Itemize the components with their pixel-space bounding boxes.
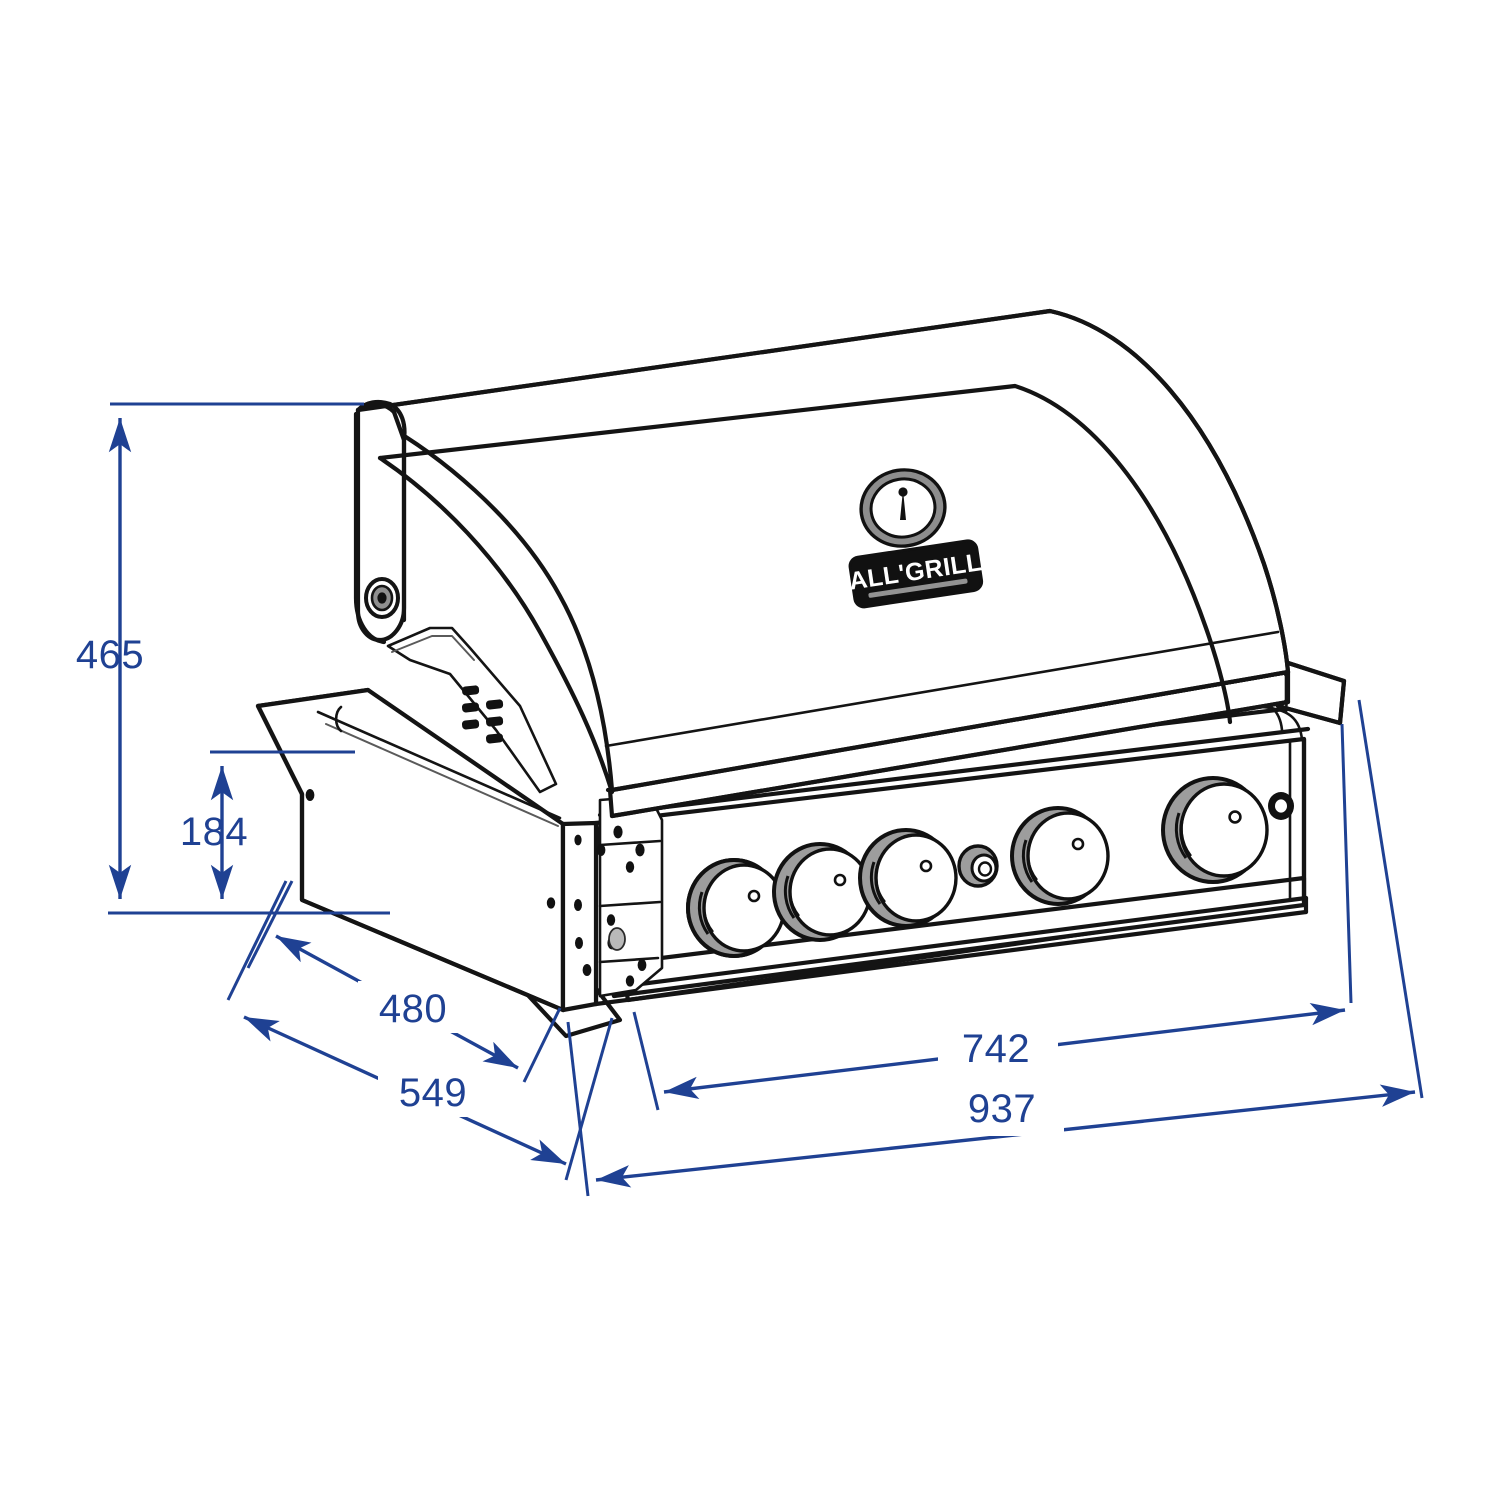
brand-badge-plate bbox=[848, 539, 984, 609]
dim-742-ext-left bbox=[632, 1011, 660, 1111]
dim-549-ext-right bbox=[564, 1017, 614, 1181]
grill-assembly: ALL'GRILL bbox=[255, 308, 1347, 1039]
hood-top-crease bbox=[377, 383, 1233, 725]
hood-bottom-lip bbox=[609, 669, 1291, 793]
lower-body-corner-round bbox=[1260, 705, 1304, 742]
right-flange-bottom-edge bbox=[1275, 703, 1343, 726]
bracket-hole bbox=[574, 899, 582, 911]
dim-742-ext-right bbox=[1340, 723, 1353, 1004]
dim-465-label: 465 bbox=[76, 633, 144, 677]
hood-left-wall-edge bbox=[353, 411, 387, 645]
bracket-hole bbox=[574, 834, 582, 846]
grill-lid bbox=[353, 308, 1291, 795]
burner-knob-3[interactable] bbox=[858, 828, 958, 928]
bracket-large-hole bbox=[608, 927, 626, 951]
burner-knob-4[interactable] bbox=[1010, 806, 1110, 906]
dim-937-label-bg bbox=[942, 1084, 1064, 1136]
bracket-hole bbox=[625, 861, 635, 873]
bracket-hole bbox=[625, 975, 635, 987]
dim-937-ext-right bbox=[1357, 699, 1424, 1099]
bracket-hole bbox=[596, 844, 606, 856]
dimension-465: 465 bbox=[76, 402, 390, 915]
hood-left-hinge-plate bbox=[386, 626, 558, 794]
hood-left-sweep bbox=[377, 455, 615, 795]
left-hinge-bracket bbox=[598, 794, 664, 998]
left-flange-screw-dot-2 bbox=[546, 897, 556, 909]
dim-549-ext-left bbox=[226, 880, 288, 1001]
dim-480-label: 480 bbox=[379, 987, 447, 1031]
control-knob-group bbox=[686, 776, 1294, 958]
bracket-hole bbox=[575, 937, 583, 949]
brand-badge-underline bbox=[868, 578, 968, 598]
bracket-hole bbox=[582, 964, 592, 976]
left-end-plate-face bbox=[560, 820, 599, 1013]
bracket-hole bbox=[606, 914, 616, 926]
right-flange-outer-edge bbox=[1337, 678, 1347, 726]
thermometer-needle bbox=[900, 490, 906, 520]
dimension-549: 549 bbox=[226, 880, 614, 1181]
hood-lower-band-line bbox=[604, 630, 1280, 748]
dim-742-label-bg bbox=[938, 1024, 1058, 1076]
dim-184-label: 184 bbox=[180, 810, 248, 854]
dim-549-label: 549 bbox=[399, 1071, 467, 1115]
left-flange-inner-rail bbox=[316, 710, 562, 820]
front-trim-bottom-edge bbox=[609, 699, 1291, 819]
lower-body-bottom-edge bbox=[599, 895, 1309, 992]
dim-742-label: 742 bbox=[962, 1027, 1030, 1071]
side-burner-valve[interactable] bbox=[957, 844, 999, 888]
left-end-plate bbox=[560, 794, 664, 1013]
control-panel-top-edge bbox=[597, 726, 1311, 818]
left-flange-inner-rail-shadow bbox=[325, 723, 559, 827]
hood-left-corner-edge bbox=[391, 409, 407, 623]
ignition-button[interactable] bbox=[1268, 792, 1294, 820]
left-flange-corner-fold bbox=[255, 703, 305, 797]
dim-937-label: 937 bbox=[968, 1087, 1036, 1131]
dim-549-label-bg bbox=[378, 1065, 490, 1117]
burner-knob-2[interactable] bbox=[772, 842, 872, 942]
bracket-hole bbox=[637, 959, 647, 971]
hood-left-corner-radius bbox=[355, 402, 397, 415]
bracket-hole bbox=[613, 825, 623, 839]
hood-top-outline bbox=[355, 308, 1291, 675]
left-bracket-score-2 bbox=[598, 900, 662, 908]
dimension-184: 184 bbox=[180, 750, 355, 899]
dim-480-ext-left bbox=[246, 880, 294, 969]
hinge-plate-shadow bbox=[391, 635, 475, 661]
left-flange-rail-end-cap bbox=[334, 705, 343, 733]
lid-pivot-bolt bbox=[364, 577, 400, 619]
thermometer-needle-hub bbox=[898, 487, 908, 497]
left-flange-screw-dot bbox=[305, 789, 315, 801]
dimension-937: 937 bbox=[566, 699, 1424, 1197]
bracket-hole bbox=[635, 843, 645, 857]
left-bracket-score-1 bbox=[598, 839, 662, 847]
brand-badge: ALL'GRILL bbox=[847, 539, 984, 609]
dim-937-ext-left bbox=[566, 1021, 590, 1197]
dimension-layer: 465 184 480 bbox=[76, 402, 1424, 1197]
lid-vent-slots bbox=[461, 685, 504, 744]
burner-knob-1[interactable] bbox=[686, 858, 786, 958]
right-flange-top-edge bbox=[1279, 658, 1347, 684]
lid-thermometer bbox=[859, 468, 947, 548]
dim-480-ext-right bbox=[522, 1007, 562, 1083]
left-bracket-score-3 bbox=[598, 956, 660, 964]
burner-knob-5[interactable] bbox=[1161, 776, 1269, 884]
lower-body-bottom-edge-2 bbox=[593, 909, 1309, 1007]
